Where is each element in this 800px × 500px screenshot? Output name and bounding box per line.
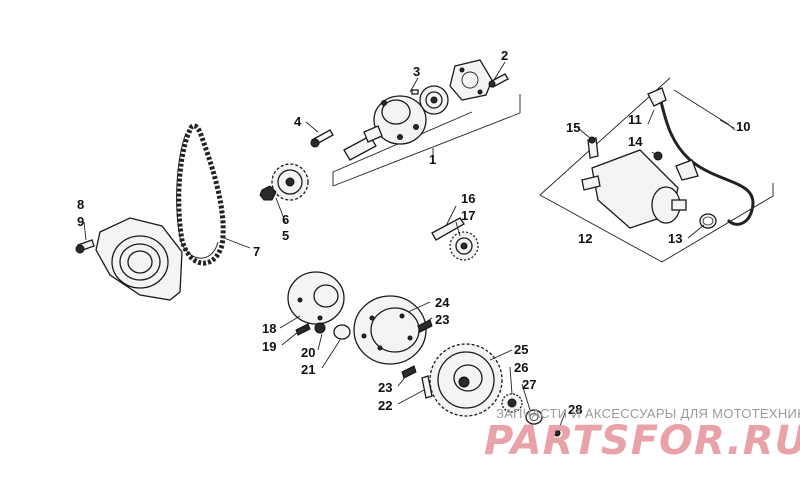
- bracket-assembly-1: [332, 94, 521, 187]
- label-14: 14: [628, 134, 643, 149]
- label-23-upper: 23: [435, 312, 449, 327]
- label-17: 17: [461, 208, 475, 223]
- drive-chain: [176, 123, 226, 266]
- starter-motor: [581, 149, 687, 229]
- roller-21: [333, 324, 351, 340]
- cover-bolt: [75, 239, 95, 254]
- label-8: 8: [77, 197, 84, 212]
- label-2: 2: [501, 48, 508, 63]
- engine-cover: [95, 217, 183, 301]
- label-12: 12: [578, 231, 592, 246]
- oil-pump-cover: [449, 59, 493, 101]
- nut-28: [549, 425, 565, 441]
- label-26: 26: [514, 360, 528, 375]
- bracket-assembly-12: [539, 77, 774, 263]
- pin-19: [295, 323, 311, 336]
- label-25: 25: [514, 342, 528, 357]
- bolt-23-lower: [401, 365, 417, 379]
- label-20: 20: [301, 345, 315, 360]
- leader-lines: [83, 61, 735, 427]
- washer-27: [525, 409, 543, 425]
- starter-clutch: [353, 295, 427, 365]
- label-9: 9: [77, 214, 84, 229]
- starter-driven-gear: [429, 343, 503, 417]
- label-19: 19: [262, 339, 276, 354]
- label-6: 6: [282, 212, 289, 227]
- needle-bearing-26: [501, 393, 523, 413]
- label-24: 24: [435, 295, 450, 310]
- idle-gear: [449, 231, 479, 261]
- watermark-brand: PARTSFOR.RU: [484, 418, 800, 464]
- starter-oring: [699, 213, 717, 229]
- starter-bolt-15: [587, 136, 599, 159]
- oil-pump-shaft: [343, 125, 383, 161]
- flywheel-plate: [287, 271, 345, 325]
- label-28: 28: [568, 402, 582, 417]
- label-18: 18: [262, 321, 276, 336]
- label-11: 11: [628, 112, 642, 127]
- label-4: 4: [294, 114, 302, 129]
- pin-22: [421, 375, 433, 399]
- label-13: 13: [668, 231, 682, 246]
- watermark-tagline: ЗАПЧАСТИ И АКСЕССУАРЫ ДЛЯ МОТОТЕХНИКИ: [496, 406, 800, 421]
- drive-sprocket: [271, 163, 309, 201]
- label-22: 22: [378, 398, 392, 413]
- oil-pump-screw: [488, 73, 509, 88]
- oil-pump-rotor: [419, 85, 449, 115]
- label-7: 7: [253, 244, 260, 259]
- label-23-lower: 23: [378, 380, 392, 395]
- label-10: 10: [736, 119, 750, 134]
- label-1: 1: [429, 152, 436, 167]
- bolt-4: [310, 129, 334, 148]
- label-3: 3: [413, 64, 420, 79]
- label-27: 27: [522, 377, 536, 392]
- starter-cable: [647, 87, 755, 226]
- oil-pump-body: [373, 89, 427, 145]
- bracket-line-10: [673, 89, 736, 131]
- label-16: 16: [461, 191, 475, 206]
- label-21: 21: [301, 362, 315, 377]
- label-15: 15: [566, 120, 580, 135]
- bushing-20: [314, 322, 326, 334]
- sprocket-nut: [259, 185, 277, 201]
- label-5: 5: [282, 228, 289, 243]
